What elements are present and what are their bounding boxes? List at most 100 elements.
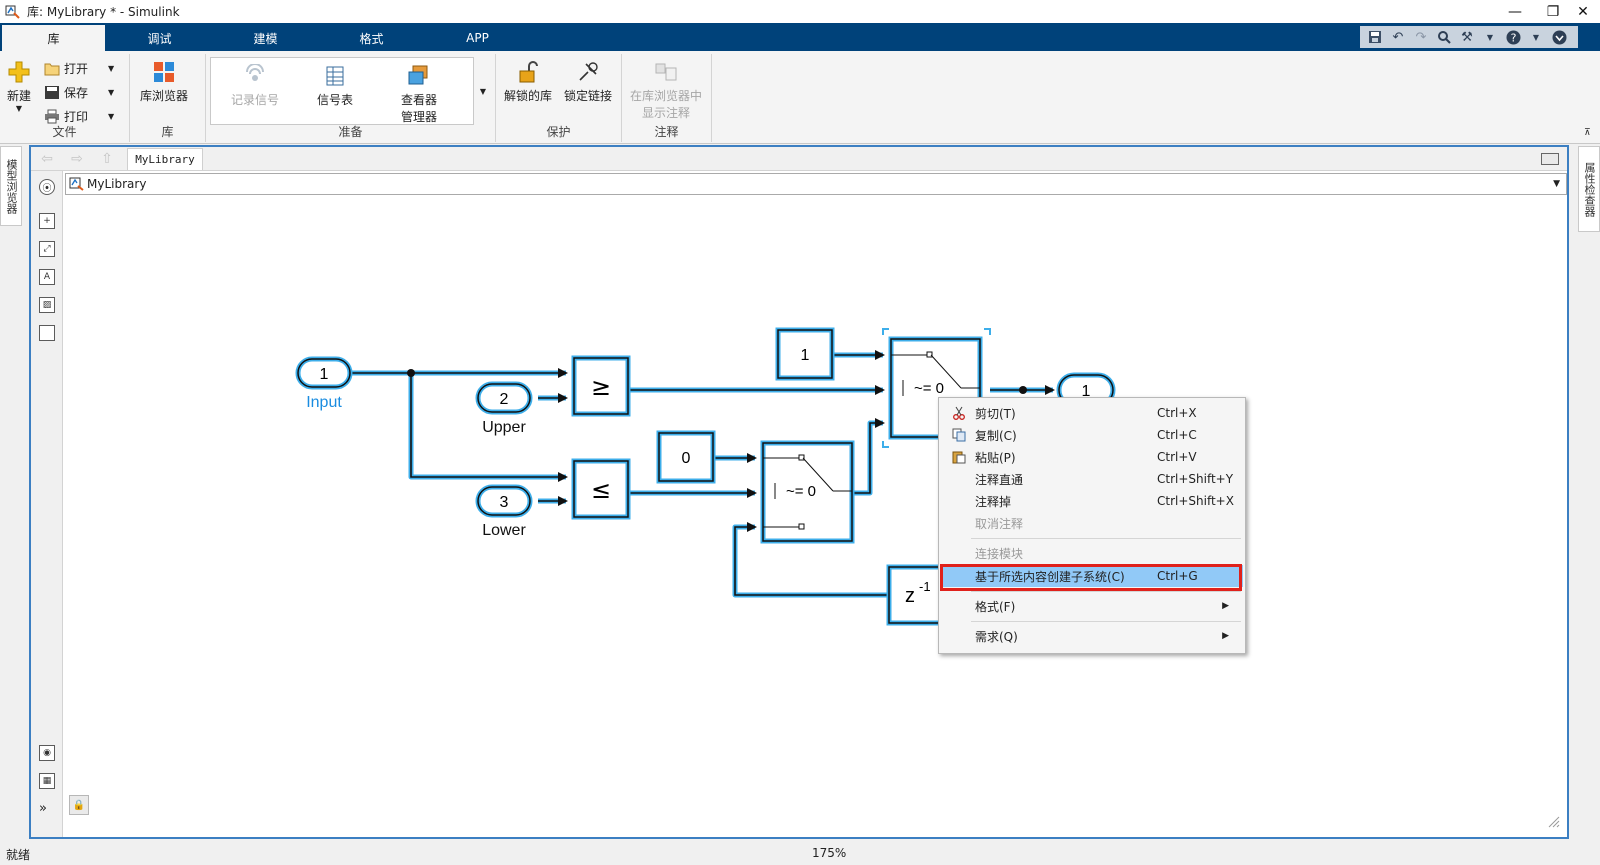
greater-equal-block[interactable]: ≥	[571, 355, 631, 417]
chevron-down-icon[interactable]: ▼	[1553, 179, 1560, 189]
inport-upper-label: Upper	[482, 419, 526, 436]
search-icon[interactable]	[1435, 29, 1453, 45]
unlock-library-button[interactable]: 解锁的库	[504, 60, 552, 104]
undo-icon[interactable]: ↶	[1392, 29, 1404, 45]
menu-item-comment-out[interactable]: 注释掉 Ctrl+Shift+X	[941, 490, 1243, 512]
save-button[interactable]: 保存 ▼	[44, 84, 114, 101]
show-annotation-button[interactable]: 在库浏览器中 显示注释	[630, 60, 702, 121]
keyboard-icon[interactable]	[1541, 153, 1559, 165]
expand-palette-icon[interactable]: »	[39, 801, 47, 816]
menu-item-comment-through[interactable]: 注释直通 Ctrl+Shift+Y	[941, 468, 1243, 490]
menu-item-cut-label: 剪切(T)	[975, 406, 1016, 421]
protect-group-label: 保护	[546, 125, 571, 139]
switch-lower-criteria: ~= 0	[786, 483, 816, 500]
copy-icon	[951, 427, 967, 443]
library-browser-button[interactable]: 库浏览器	[140, 60, 188, 104]
forward-arrow-icon[interactable]: ⇨	[71, 151, 83, 167]
signal-lines	[348, 350, 1055, 596]
switch-upper-block[interactable]: ~= 0	[882, 328, 991, 448]
tab-library[interactable]: 库	[2, 25, 105, 51]
less-equal-block[interactable]: ≤	[571, 458, 631, 520]
tab-debug[interactable]: 调试	[147, 31, 172, 46]
chevron-down-icon[interactable]: ▼	[1532, 32, 1540, 42]
lock-links-icon	[575, 60, 601, 84]
prepare-group: 准备	[206, 54, 496, 142]
prepare-gallery: 记录信号 信号表 查看器 管理器	[210, 57, 474, 125]
menu-item-copy-label: 复制(C)	[975, 428, 1017, 443]
constant-zero-block[interactable]: 0	[656, 430, 716, 484]
submenu-arrow-icon: ▶	[1222, 601, 1229, 611]
community-icon[interactable]: ⚒	[1461, 29, 1473, 45]
save-label: 保存	[64, 86, 89, 100]
inport-input-block[interactable]: 1 Input	[295, 356, 353, 411]
menu-item-format[interactable]: 格式(F) ▶	[941, 595, 1243, 617]
redo-icon[interactable]: ↷	[1415, 29, 1427, 45]
hide-explorer-icon[interactable]: ⦿	[39, 179, 55, 195]
tab-modeling[interactable]: 建模	[253, 31, 278, 46]
close-button[interactable]: ✕	[1577, 3, 1589, 20]
menu-item-requirements[interactable]: 需求(Q) ▶	[941, 625, 1243, 647]
menu-item-comment-through-label: 注释直通	[975, 472, 1024, 487]
lock-icon[interactable]: 🔒	[69, 795, 89, 815]
status-text: 就绪	[6, 848, 31, 862]
new-button[interactable]: 新建 ▼	[6, 60, 32, 113]
menu-item-connect-blocks[interactable]: 连接模块	[941, 542, 1243, 564]
menu-item-create-subsystem[interactable]: 基于所选内容创建子系统(C) Ctrl+G	[941, 565, 1243, 587]
signal-table-icon	[322, 64, 348, 88]
prepare-group-label: 准备	[338, 125, 363, 139]
tab-app[interactable]: APP	[466, 31, 489, 45]
library-browser-label: 库浏览器	[140, 89, 189, 103]
inport-upper-block[interactable]: 2 Upper	[475, 381, 533, 436]
address-text: MyLibrary	[87, 177, 147, 191]
inport-lower-block[interactable]: 3 Lower	[475, 484, 533, 539]
model-browser-panel[interactable]: 模型浏览器	[0, 146, 22, 226]
menu-item-uncomment[interactable]: 取消注释	[941, 512, 1243, 534]
new-plus-icon	[6, 60, 32, 84]
diagram-canvas[interactable]: 1 Input 2 Upper 3 Lower ≥ ≤	[63, 197, 1565, 833]
zoom-level: 175%	[812, 846, 847, 860]
up-arrow-icon[interactable]: ⇧	[101, 151, 113, 167]
restore-button[interactable]: ❐	[1546, 3, 1560, 20]
chevron-down-icon[interactable]: ▼	[1486, 32, 1494, 42]
signal-table-button[interactable]: 信号表	[317, 64, 353, 108]
property-inspector-panel[interactable]: 属性检查器	[1578, 146, 1600, 232]
constant-one-block[interactable]: 1	[775, 327, 835, 381]
menu-item-comment-through-shortcut: Ctrl+Shift+Y	[1157, 472, 1234, 486]
zoom-icon[interactable]: +	[39, 213, 55, 229]
toolstrip-collapse-icon[interactable]: ⊼	[1584, 128, 1591, 138]
help-icon[interactable]: ?	[1504, 29, 1522, 45]
menu-item-cut[interactable]: 剪切(T) Ctrl+X	[941, 402, 1243, 424]
open-button[interactable]: 打开 ▼	[44, 60, 114, 77]
chevron-down-icon: ▼	[108, 64, 115, 73]
resize-grip-icon[interactable]	[1548, 816, 1560, 828]
menu-item-copy[interactable]: 复制(C) Ctrl+C	[941, 424, 1243, 446]
lock-links-button[interactable]: 锁定链接	[564, 60, 612, 104]
switch-lower-block[interactable]: ~= 0	[760, 440, 855, 544]
log-signal-icon	[242, 64, 268, 88]
collapse-ribbon-icon[interactable]	[1550, 29, 1568, 45]
simulink-app-icon	[5, 5, 20, 19]
save-icon[interactable]	[1366, 29, 1384, 45]
gallery-expand-chevron-icon[interactable]: ▼	[479, 86, 487, 96]
menu-item-paste[interactable]: 粘贴(P) Ctrl+V	[941, 446, 1243, 468]
editor-nav-bar: ⇦ ⇨ ⇧ MyLibrary	[31, 147, 1567, 171]
breadcrumb-tab[interactable]: MyLibrary	[127, 148, 203, 170]
model-data-icon[interactable]: ▦	[39, 773, 55, 789]
camera-icon[interactable]: ◉	[39, 745, 55, 761]
menu-item-create-subsystem-label: 基于所选内容创建子系统(C)	[975, 569, 1125, 584]
menu-item-create-subsystem-shortcut: Ctrl+G	[1157, 569, 1198, 583]
tab-format[interactable]: 格式	[359, 31, 384, 46]
open-label: 打开	[64, 62, 89, 76]
inport-upper-number: 2	[500, 391, 509, 408]
annotation-tool-icon[interactable]: A	[39, 269, 55, 285]
print-button[interactable]: 打印 ▼	[44, 108, 114, 125]
address-bar[interactable]: MyLibrary ▼	[65, 173, 1567, 195]
minimize-button[interactable]: —	[1508, 3, 1522, 20]
viewer-manager-button[interactable]: 查看器 管理器	[401, 64, 437, 125]
back-arrow-icon[interactable]: ⇦	[41, 151, 53, 167]
log-signal-button[interactable]: 记录信号	[231, 64, 279, 108]
area-tool-icon[interactable]	[39, 325, 55, 341]
save-icon	[45, 86, 59, 99]
fit-to-view-icon[interactable]: ⤢	[39, 241, 55, 257]
image-tool-icon[interactable]: ▨	[39, 297, 55, 313]
